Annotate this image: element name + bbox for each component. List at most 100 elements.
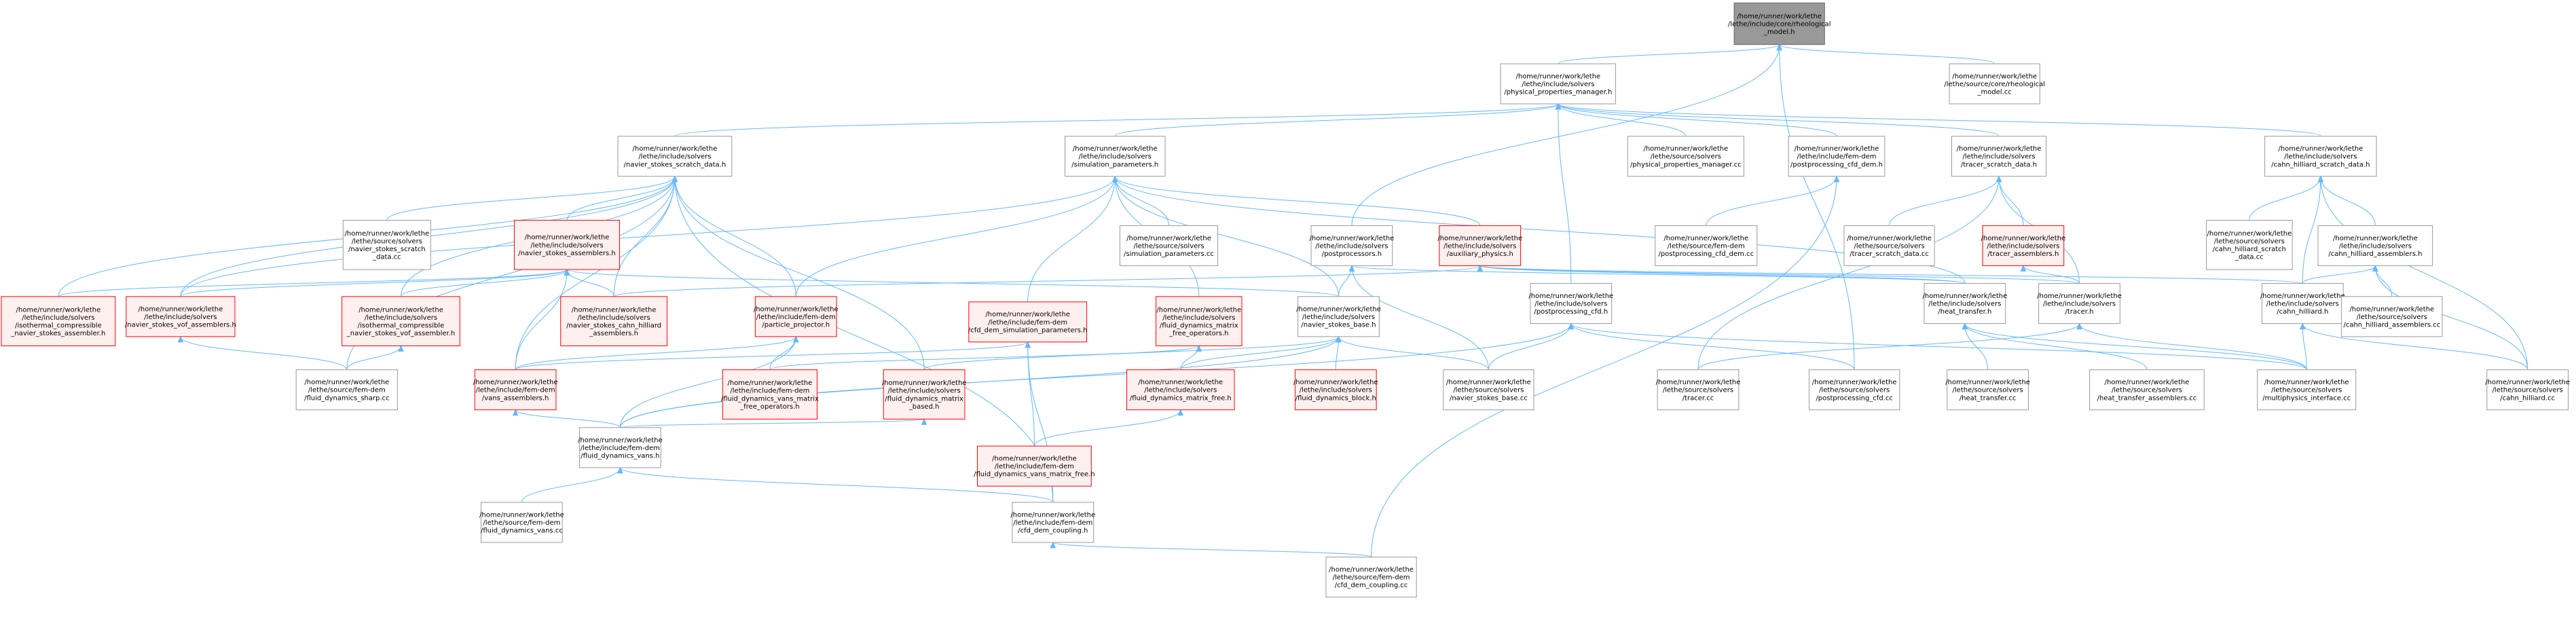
edge-ppm-to-pp_cfd_dem — [1555, 103, 1837, 137]
node-label-line: /home/runner/work/lethe — [1663, 235, 1748, 242]
node-pp-cfd[interactable]: /home/runner/work/lethe/lethe/include/so… — [1528, 283, 1613, 324]
node-ns-vof-asm[interactable]: /home/runner/work/lethe/lethe/include/so… — [125, 296, 236, 337]
node-label-line: /home/runner/work/lethe — [1957, 145, 2042, 153]
node-ch-cc[interactable]: /home/runner/work/lethe/lethe/source/sol… — [2485, 369, 2570, 411]
node-label-line: /home/runner/work/lethe — [1737, 13, 1822, 20]
node-label-line: /lethe/include/solvers — [1443, 242, 1516, 250]
node-heat-transfer-cc[interactable]: /home/runner/work/lethe/lethe/source/sol… — [1945, 369, 2030, 411]
node-box — [2486, 369, 2569, 411]
node-cfd-dem-coupling-cc[interactable]: /home/runner/work/lethe/lethe/source/fem… — [1325, 557, 1417, 598]
node-tracer-assemblers[interactable]: /home/runner/work/lethe/lethe/include/so… — [1981, 225, 2065, 266]
node-label-line: /cfd_dem_coupling.cc — [1335, 582, 1408, 589]
node-fd-mf[interactable]: /home/runner/work/lethe/lethe/include/so… — [1126, 369, 1235, 411]
node-label-line: /home/runner/work/lethe — [1981, 235, 2065, 242]
edge-tracer_assemblers-to-tracer_h — [2020, 265, 2080, 284]
edge-layer — [58, 43, 2528, 558]
node-label-line: /lethe/include/solvers — [1534, 301, 1607, 308]
node-label-line: _assemblers.h — [589, 330, 638, 337]
node-ch-scratch-cc[interactable]: /home/runner/work/lethe/lethe/source/sol… — [2206, 219, 2293, 270]
edge-ns_assemblers-to-iso_comp_vof_asm — [400, 268, 570, 297]
node-fd-mb[interactable]: /home/runner/work/lethe/lethe/include/so… — [882, 369, 967, 420]
node-tracer-scratch-cc[interactable]: /home/runner/work/lethe/lethe/source/sol… — [1843, 225, 1935, 266]
node-iso-comp-vof-asm[interactable]: /home/runner/work/lethe/lethe/include/so… — [342, 296, 460, 347]
node-label-line: /auxiliary_physics.h — [1447, 250, 1513, 258]
node-box — [1298, 296, 1380, 337]
node-box — [2038, 283, 2120, 324]
edge-postprocessors-to-heat_transfer — [1348, 265, 1966, 284]
node-iso-comp-asm[interactable]: /home/runner/work/lethe/lethe/include/so… — [1, 296, 116, 347]
node-tracer-cc[interactable]: /home/runner/work/lethe/lethe/source/sol… — [1656, 369, 1741, 411]
node-fd-vans-mf-ops[interactable]: /home/runner/work/lethe/lethe/include/fe… — [721, 369, 819, 420]
node-fd-vans-h[interactable]: /home/runner/work/lethe/lethe/include/fe… — [578, 427, 663, 468]
node-tracer-scratch[interactable]: /home/runner/work/lethe/lethe/include/so… — [1951, 136, 2047, 177]
node-pp-cfd-cc[interactable]: /home/runner/work/lethe/lethe/source/sol… — [1809, 369, 1900, 411]
edge-heat_transfer-to-heat_transfer_cc — [1962, 322, 1989, 370]
node-fd-sharp-cc[interactable]: /home/runner/work/lethe/lethe/source/fem… — [295, 369, 398, 411]
node-ch-asm-cc[interactable]: /home/runner/work/lethe/lethe/source/sol… — [2341, 296, 2443, 337]
edge-aux_physics-to-ns_ch_asm — [613, 265, 1484, 297]
node-pp-cfd-dem-cc[interactable]: /home/runner/work/lethe/lethe/source/fem… — [1655, 225, 1758, 266]
node-box — [342, 219, 431, 270]
node-ht-asm-cc[interactable]: /home/runner/work/lethe/lethe/source/sol… — [2089, 369, 2205, 411]
edge-root-to-rheo_cc — [1776, 43, 1995, 64]
node-label-line: /home/runner/work/lethe — [344, 230, 429, 238]
edge-heat_transfer-to-ht_asm_cc — [1962, 322, 2148, 370]
node-label-line: /lethe/include/solvers — [1162, 314, 1235, 322]
node-fd-vans-cc[interactable]: /home/runner/work/lethe/lethe/source/fem… — [479, 502, 564, 543]
node-fd-mf-ops[interactable]: /home/runner/work/lethe/lethe/include/so… — [1156, 296, 1243, 347]
edge-ch_h-to-mp_iface_cc — [2300, 322, 2307, 370]
node-sim-params-cc[interactable]: /home/runner/work/lethe/lethe/source/sol… — [1119, 225, 1219, 266]
node-aux-physics[interactable]: /home/runner/work/lethe/lethe/include/so… — [1437, 225, 1522, 266]
node-ppm-cc[interactable]: /home/runner/work/lethe/lethe/source/sol… — [1627, 136, 1744, 177]
node-sim-params[interactable]: /home/runner/work/lethe/lethe/include/so… — [1065, 136, 1166, 177]
node-rheo-cc[interactable]: /home/runner/work/lethe/lethe/source/cor… — [1944, 63, 2045, 105]
node-ns-scratch[interactable]: /home/runner/work/lethe/lethe/include/so… — [617, 136, 733, 177]
node-label-line: /lethe/include/solvers — [530, 242, 603, 249]
node-fd-vans-mf[interactable]: /home/runner/work/lethe/lethe/include/fe… — [974, 445, 1095, 487]
node-cfd-dem-sim[interactable]: /home/runner/work/lethe/lethe/include/fe… — [968, 301, 1088, 343]
node-label-line: /postprocessing_cfd.cc — [1816, 394, 1892, 402]
node-ppm[interactable]: /home/runner/work/lethe/lethe/include/so… — [1500, 63, 1617, 105]
node-heat-transfer[interactable]: /home/runner/work/lethe/lethe/include/so… — [1922, 283, 2007, 324]
node-box — [126, 296, 236, 337]
edge-sim_params-to-aux_physics — [1112, 175, 1481, 226]
node-postprocessors[interactable]: /home/runner/work/lethe/lethe/include/so… — [1310, 225, 1395, 266]
node-root[interactable]: /home/runner/work/lethe/lethe/include/co… — [1728, 2, 1831, 45]
node-label-line: /navier_stokes_cahn_hilliard — [566, 322, 661, 329]
node-label-line: /home/runner/work/lethe — [1138, 379, 1223, 386]
node-label-line: /lethe/include/solvers — [22, 314, 94, 322]
node-ns-base[interactable]: /home/runner/work/lethe/lethe/include/so… — [1296, 296, 1381, 337]
edge-sim_params-to-heat_transfer — [1112, 175, 1966, 284]
node-label-line: /home/runner/work/lethe — [2485, 379, 2570, 386]
node-cfd-dem-coupling-h[interactable]: /home/runner/work/lethe/lethe/include/fe… — [1010, 502, 1095, 543]
edge-tracer_scratch-to-tracer_assemblers — [1995, 175, 2024, 226]
node-ns-scratch-cc[interactable]: /home/runner/work/lethe/lethe/source/sol… — [342, 219, 431, 270]
node-box — [1657, 369, 1740, 411]
node-ch-assemblers[interactable]: /home/runner/work/lethe/lethe/include/so… — [2317, 225, 2433, 266]
node-label-line: /home/runner/work/lethe — [1945, 379, 2030, 386]
node-particle-proj[interactable]: /home/runner/work/lethe/lethe/include/fe… — [754, 296, 839, 337]
node-vans-asm[interactable]: /home/runner/work/lethe/lethe/include/fe… — [473, 369, 558, 411]
node-ns-base-cc[interactable]: /home/runner/work/lethe/lethe/source/sol… — [1443, 369, 1534, 411]
node-label-line: /lethe/include/fem-dem — [1013, 519, 1092, 527]
node-label-line: /lethe/source/solvers — [2214, 238, 2285, 245]
node-label-line: /lethe/source/solvers — [352, 238, 422, 245]
node-box — [1126, 369, 1235, 411]
node-fd-block[interactable]: /home/runner/work/lethe/lethe/include/so… — [1293, 369, 1378, 411]
node-label-line: /postprocessing_cfd_dem.h — [1790, 161, 1883, 168]
edge-ns_assemblers-to-ns_ch_asm — [564, 268, 614, 297]
node-label-line: /lethe/include/solvers — [1962, 153, 2035, 161]
node-label-line: _free_operators.h — [739, 403, 799, 411]
node-pp-cfd-dem[interactable]: /home/runner/work/lethe/lethe/include/fe… — [1788, 136, 1885, 177]
node-ns-ch-asm[interactable]: /home/runner/work/lethe/lethe/include/so… — [560, 296, 668, 347]
node-tracer-h[interactable]: /home/runner/work/lethe/lethe/include/so… — [2037, 283, 2122, 324]
node-label-line: /tracer_assemblers.h — [1987, 250, 2059, 258]
edge-iso_comp_vof_asm-to-fd_sharp_cc — [346, 345, 404, 370]
node-mp-iface-cc[interactable]: /home/runner/work/lethe/lethe/source/sol… — [2257, 369, 2357, 411]
node-box — [977, 445, 1092, 487]
node-ch-h[interactable]: /home/runner/work/lethe/lethe/include/so… — [2260, 283, 2345, 324]
node-ns-assemblers[interactable]: /home/runner/work/lethe/lethe/include/so… — [513, 219, 621, 270]
node-box — [1947, 369, 2029, 411]
node-ch-scratch[interactable]: /home/runner/work/lethe/lethe/include/so… — [2264, 136, 2377, 177]
node-label-line: /home/runner/work/lethe — [1795, 145, 1879, 153]
